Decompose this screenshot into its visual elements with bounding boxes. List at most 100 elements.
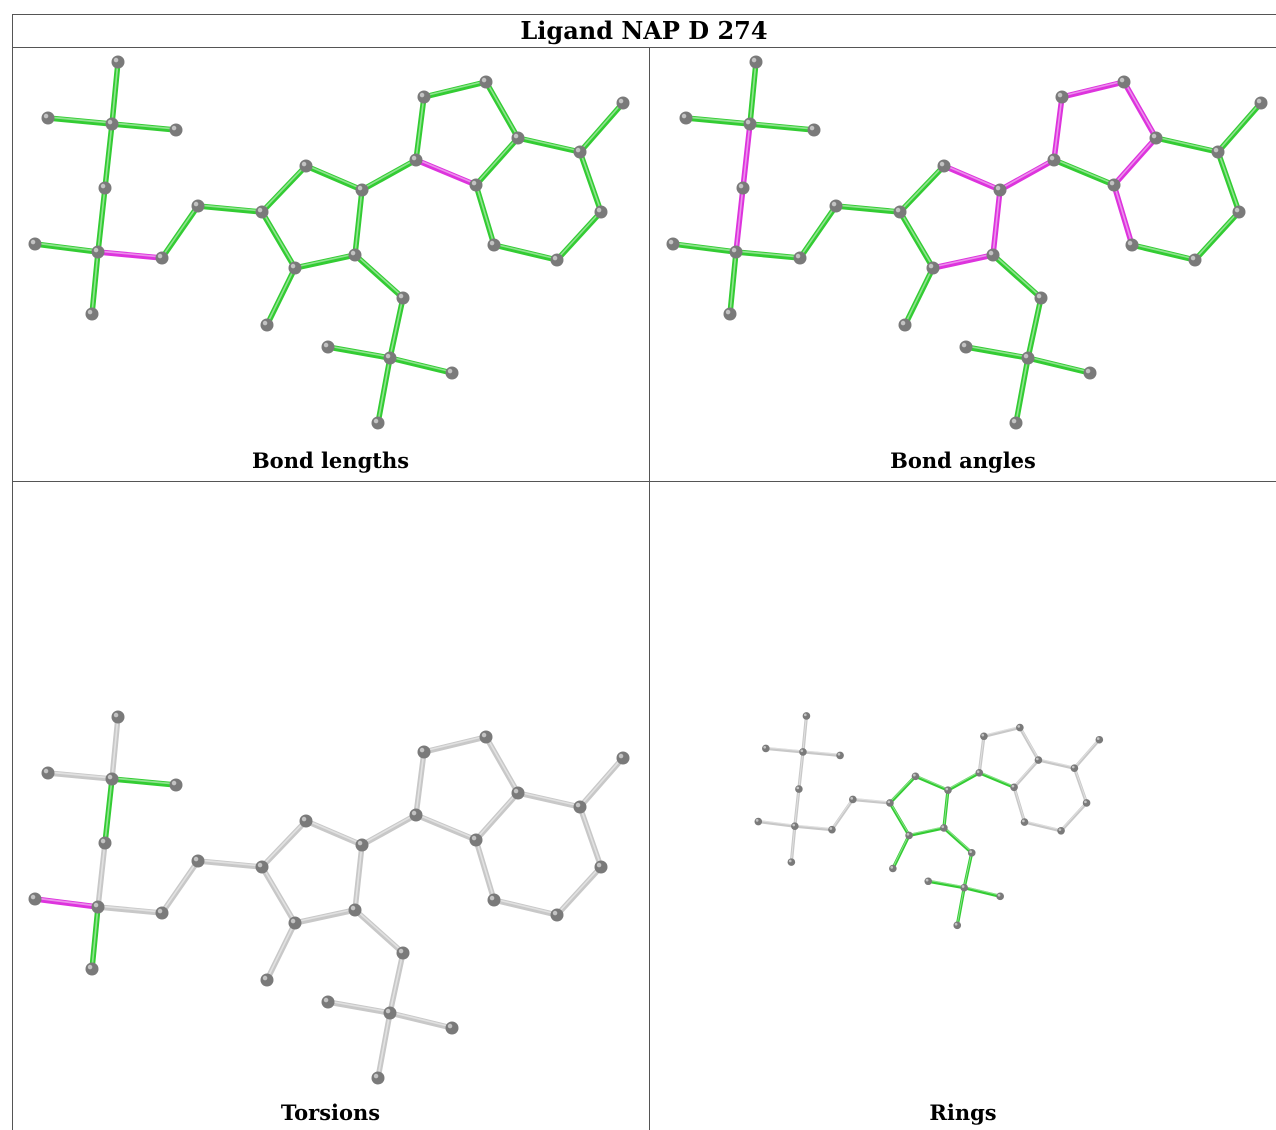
atom [828, 825, 836, 834]
atom [1211, 145, 1225, 159]
bond-highlight [735, 250, 801, 258]
bond [913, 774, 950, 792]
bond [941, 163, 1003, 193]
bond-highlight [1217, 150, 1240, 212]
atom-highlight [575, 802, 581, 808]
bond-highlight [415, 95, 425, 160]
atom-highlight [1058, 828, 1062, 831]
bond [942, 788, 950, 830]
bond-highlight [790, 825, 796, 862]
bond-highlight [992, 188, 1001, 255]
atom [1034, 756, 1043, 764]
atom [1117, 75, 1131, 89]
atom [479, 75, 493, 89]
atom [41, 766, 55, 780]
atom [1125, 238, 1139, 252]
bond-highlight [415, 813, 477, 840]
atom [469, 178, 483, 192]
bond [963, 344, 1031, 361]
bond [733, 249, 803, 261]
atom [893, 205, 907, 219]
atom [28, 237, 42, 251]
bond [888, 801, 911, 838]
atom-highlight [1119, 77, 1125, 83]
bond [32, 896, 101, 910]
bond [102, 776, 115, 846]
atom [802, 712, 811, 720]
bond [45, 770, 115, 782]
bond [740, 121, 753, 191]
atom-highlight [906, 832, 910, 836]
atom [937, 159, 951, 173]
atom-highlight [357, 840, 363, 846]
atom-highlight [1190, 255, 1196, 261]
bond [387, 295, 406, 361]
atom-highlight [1023, 353, 1029, 359]
bond [473, 790, 521, 843]
atom [743, 117, 757, 131]
atom-highlight [751, 57, 757, 63]
bond-highlight [517, 136, 581, 152]
bond [747, 59, 759, 127]
atom [807, 123, 821, 137]
atom [762, 744, 770, 753]
atom-highlight [398, 948, 404, 954]
atom [383, 351, 397, 365]
atom [85, 307, 99, 321]
atom [98, 181, 112, 195]
bond-highlight [1038, 758, 1075, 768]
atom [980, 732, 988, 741]
bond [264, 265, 298, 328]
bond [670, 241, 739, 255]
atom-highlight [925, 878, 929, 882]
bond [1072, 766, 1089, 805]
bond-highlight [104, 777, 113, 843]
bond-highlight [965, 345, 1029, 358]
bond-highlight [354, 188, 363, 255]
bond-lengths-molecule [28, 55, 630, 430]
bond [491, 897, 560, 918]
bond [413, 94, 427, 163]
atom-highlight [803, 713, 807, 717]
bond [997, 157, 1057, 193]
atom [371, 1071, 385, 1085]
atom [793, 251, 807, 265]
bond [195, 858, 265, 870]
caption-bond-angles: Bond angles [890, 448, 1036, 473]
atom-highlight [100, 183, 106, 189]
atom [155, 251, 169, 265]
bond-highlight [1073, 767, 1088, 803]
bond-highlight [1217, 101, 1262, 152]
bond [733, 185, 746, 255]
atom-highlight [681, 113, 687, 119]
bond [95, 904, 165, 916]
atom [111, 55, 125, 69]
bond [375, 1010, 393, 1081]
atom [594, 205, 608, 219]
atom-highlight [1022, 819, 1025, 823]
atom [191, 854, 205, 868]
bond-highlight [802, 750, 841, 755]
atom-highlight [954, 922, 958, 926]
bond [1111, 135, 1159, 188]
bond-highlight [485, 80, 519, 138]
bond-highlight [354, 908, 404, 953]
bond [303, 818, 365, 848]
atom-highlight [1127, 240, 1133, 246]
atom [41, 111, 55, 125]
atom [616, 96, 630, 110]
atom [355, 838, 369, 852]
atom-highlight [301, 161, 307, 167]
bond-highlight [327, 1000, 391, 1013]
atom [91, 245, 105, 259]
bond [793, 787, 801, 828]
bond-highlight [794, 787, 800, 826]
bond-highlight [111, 777, 177, 785]
atom-highlight [171, 125, 177, 131]
bond [109, 776, 179, 788]
bond-highlight [377, 1011, 391, 1078]
bond-highlight [579, 101, 624, 152]
atom [260, 973, 274, 987]
atom [550, 253, 564, 267]
atom-highlight [731, 247, 737, 253]
